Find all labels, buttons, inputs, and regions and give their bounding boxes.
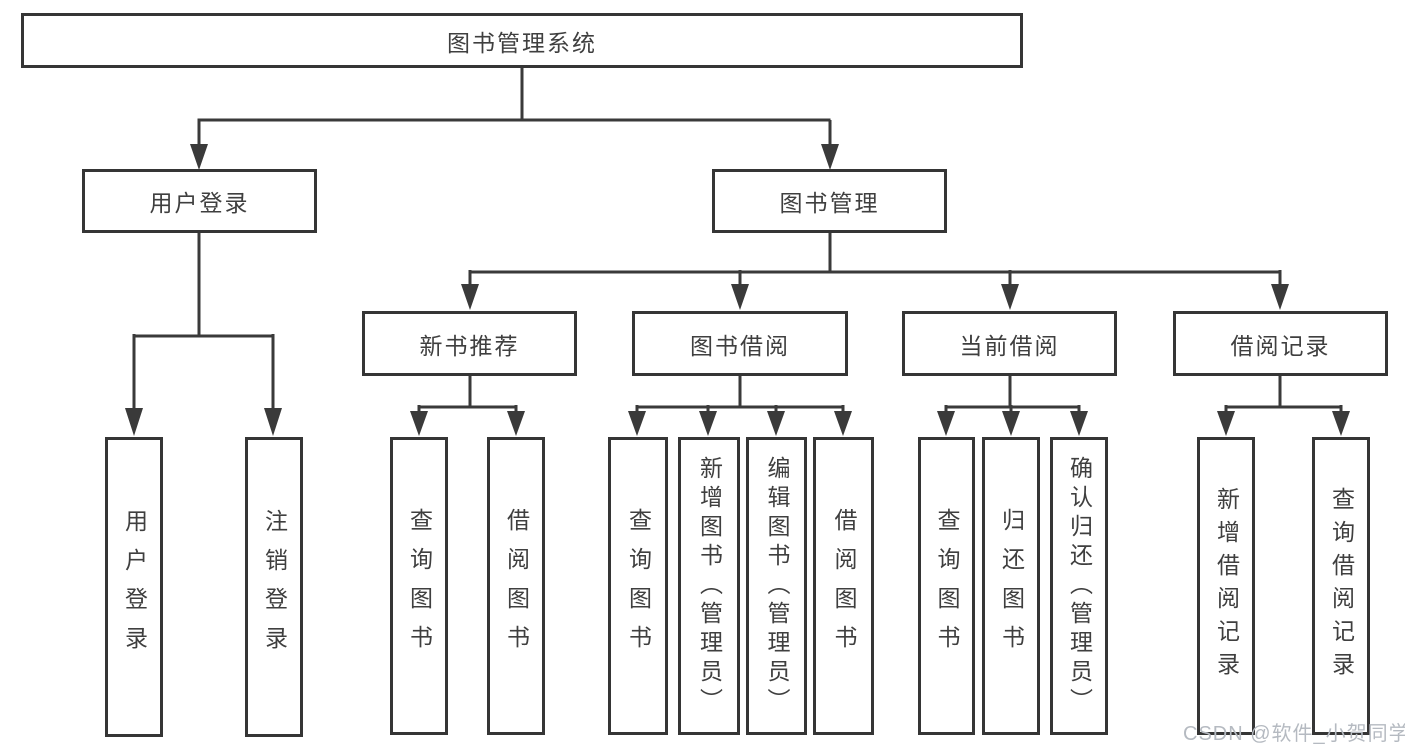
leaf-borrow-books-1: 借阅图书 bbox=[487, 437, 545, 735]
leaf-query-books-2-label: 查询图书 bbox=[625, 508, 652, 664]
connector-arrowheads bbox=[125, 144, 1350, 436]
leaf-add-borrow-record: 新增借阅记录 bbox=[1197, 437, 1255, 735]
leaf-add-books-admin: 新增图书（管理员） bbox=[678, 437, 740, 735]
leaf-add-books-admin-label: 新增图书（管理员） bbox=[696, 455, 723, 717]
node-current-borrow: 当前借阅 bbox=[902, 311, 1117, 376]
leaf-confirm-return-admin-label: 确认归还（管理员） bbox=[1066, 455, 1093, 717]
leaf-query-books-2: 查询图书 bbox=[608, 437, 668, 735]
leaf-borrow-books-1-label: 借阅图书 bbox=[503, 508, 530, 664]
node-borrow-records-label: 借阅记录 bbox=[1230, 332, 1331, 359]
node-library-system: 图书管理系统 bbox=[21, 13, 1023, 68]
node-current-borrow-label: 当前借阅 bbox=[959, 332, 1060, 359]
leaf-edit-books-admin: 编辑图书（管理员） bbox=[746, 437, 807, 735]
leaf-return-books-label: 归还图书 bbox=[998, 508, 1025, 664]
connector-lines bbox=[132, 66, 1343, 415]
node-book-borrow: 图书借阅 bbox=[632, 311, 848, 376]
node-borrow-records: 借阅记录 bbox=[1173, 311, 1388, 376]
leaf-return-books: 归还图书 bbox=[982, 437, 1040, 735]
leaf-query-books-3-label: 查询图书 bbox=[934, 508, 960, 664]
node-book-management: 图书管理 bbox=[712, 169, 947, 233]
node-user-login-label: 用户登录 bbox=[149, 190, 250, 216]
leaf-user-login: 用户登录 bbox=[105, 437, 163, 737]
leaf-user-login-label: 用户登录 bbox=[121, 509, 148, 665]
leaf-query-books-1: 查询图书 bbox=[390, 437, 448, 735]
leaf-edit-books-admin-label: 编辑图书（管理员） bbox=[764, 455, 790, 717]
leaf-borrow-books-2-label: 借阅图书 bbox=[831, 508, 857, 664]
leaf-borrow-books-2: 借阅图书 bbox=[813, 437, 874, 735]
node-book-borrow-label: 图书借阅 bbox=[690, 332, 790, 359]
leaf-confirm-return-admin: 确认归还（管理员） bbox=[1050, 437, 1108, 735]
leaf-add-borrow-record-label: 新增借阅记录 bbox=[1213, 487, 1240, 685]
node-new-book-recommend: 新书推荐 bbox=[362, 311, 577, 376]
watermark: CSDN @软件_小贺同学 bbox=[1183, 723, 1405, 745]
leaf-query-books-3: 查询图书 bbox=[918, 437, 975, 735]
leaf-query-borrow-record-label: 查询借阅记录 bbox=[1328, 487, 1355, 685]
node-library-system-label: 图书管理系统 bbox=[447, 29, 597, 56]
node-new-book-recommend-label: 新书推荐 bbox=[419, 332, 520, 359]
leaf-query-borrow-record: 查询借阅记录 bbox=[1312, 437, 1370, 735]
leaf-logout-label: 注销登录 bbox=[261, 509, 288, 665]
node-user-login: 用户登录 bbox=[82, 169, 317, 233]
leaf-logout: 注销登录 bbox=[245, 437, 303, 737]
node-book-management-label: 图书管理 bbox=[779, 190, 880, 216]
leaf-query-books-1-label: 查询图书 bbox=[406, 508, 433, 664]
